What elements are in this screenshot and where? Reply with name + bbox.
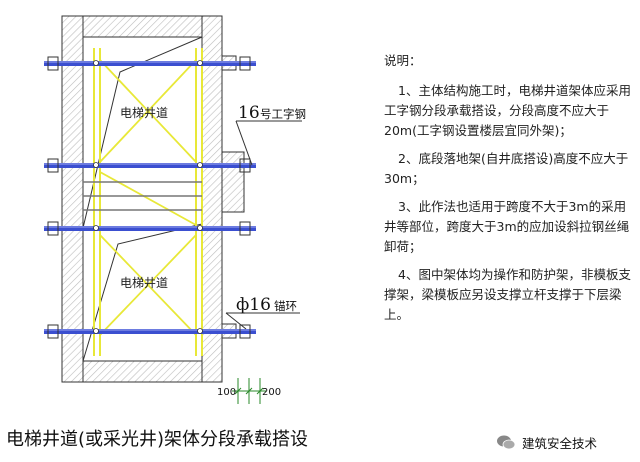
- construction-notes: 说明： 1、主体结构施工时，电梯井道架体应采用工字钢分段承载搭设，分段高度不应大…: [384, 50, 636, 333]
- figure-caption: 电梯井道(或采光井)架体分段承载搭设: [6, 429, 309, 450]
- watermark: 建筑安全技术: [496, 433, 597, 452]
- dimension-right-value: 200: [262, 387, 281, 398]
- dimension-left-value: 100: [217, 387, 236, 398]
- note-item-1: 1、主体结构施工时，电梯井道架体应采用工字钢分段承载搭设，分段高度不应大于20m…: [384, 83, 631, 138]
- i-beam-row-1: [44, 61, 256, 66]
- beam-leader-arrow: [235, 120, 253, 166]
- scaffold-brace-upper-2: [99, 59, 197, 163]
- shaft-top-wall: [61, 15, 223, 38]
- watermark-text: 建筑安全技术: [522, 436, 598, 451]
- anchor-rings: [47, 56, 251, 339]
- note-item-3: 3、此作法也适用于跨度不大于3m的采用井等部位，跨度大于3m的应加设斜拉钢丝绳卸…: [384, 199, 630, 254]
- notes-heading: 说明：: [384, 53, 422, 68]
- scaffold-brace-middle: [99, 171, 197, 226]
- shaft-right-wall: [201, 15, 223, 383]
- ring-label-text: 锚环: [274, 299, 297, 313]
- i-beam-row-2: [44, 163, 256, 168]
- lower-shaft-label: 电梯井道: [120, 276, 168, 290]
- pole-joints: [93, 60, 203, 334]
- shaft-interior: [82, 36, 203, 362]
- upper-break-line: [82, 36, 203, 229]
- dimension-marks: [232, 378, 266, 404]
- ring-leader-arrow: [225, 312, 247, 330]
- upper-shaft-label: 电梯井道: [120, 106, 168, 120]
- wechat-logo-icon: [497, 435, 516, 450]
- note-item-4: 4、图中架体均为操作和防护架，非模板支撑架，梁模板应另设支撑立杆支撑于下层梁上。: [384, 267, 631, 322]
- beam-label-text: 号工字钢: [260, 107, 306, 121]
- ring-label-number: ф16: [236, 295, 271, 315]
- i-beam-row-3: [44, 226, 256, 231]
- i-beam-row-4: [44, 329, 256, 334]
- note-item-2: 2、底段落地架(自井底搭设)高度不应大于30m；: [384, 151, 629, 186]
- beam-label-number: 16: [238, 103, 260, 123]
- scaffold-brace-lower-2: [99, 234, 197, 336]
- mid-slab-edge: [221, 151, 245, 213]
- shaft-bottom-wall: [61, 360, 223, 383]
- shaft-left-wall: [61, 15, 84, 383]
